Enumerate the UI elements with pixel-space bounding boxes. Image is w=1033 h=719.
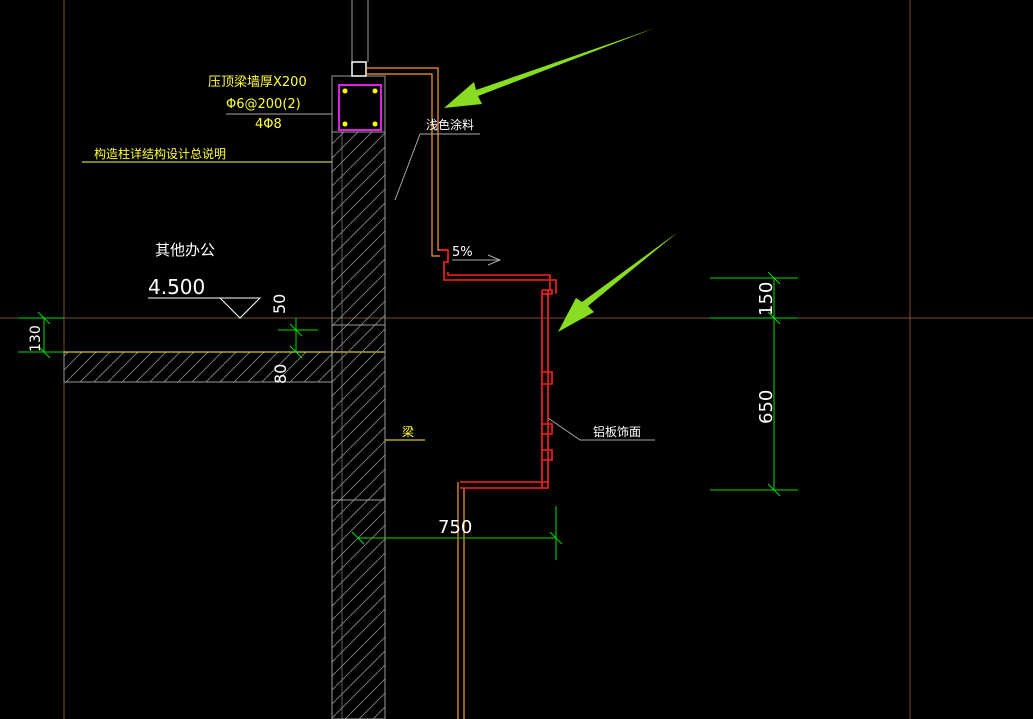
aluminum-panel	[440, 249, 557, 489]
room-name: 其他办公	[155, 241, 215, 259]
panel-label: 铝板饰面	[593, 424, 641, 439]
dim-150: 150	[756, 282, 777, 316]
elevation-mark: 4.500	[148, 275, 262, 319]
dim-80: 80	[271, 364, 290, 384]
arrow-icon	[558, 232, 678, 332]
dimensions	[18, 271, 798, 560]
dim-750: 750	[438, 517, 472, 538]
coating-label: 浅色涂料	[426, 117, 474, 132]
leader-lines	[226, 113, 655, 441]
annotation-arrows	[444, 28, 678, 332]
wall-column	[331, 0, 386, 719]
parapet-beam	[331, 61, 386, 133]
dim-130: 130	[28, 325, 44, 352]
coating-line	[366, 67, 465, 719]
dim-650: 650	[756, 390, 777, 424]
rebar-dot	[342, 88, 348, 94]
column-note: 构造柱详结构设计总说明	[94, 146, 226, 161]
slope-label: 5%	[452, 245, 473, 260]
arrow-icon	[444, 28, 655, 108]
beam-note-line1: 压顶梁墙厚X200	[208, 75, 307, 90]
beam-note-line2: Φ6@200(2)	[226, 97, 301, 112]
rebar-dot	[372, 88, 378, 94]
beam-note-line3: 4Φ8	[255, 117, 282, 132]
rebar-dot	[342, 121, 348, 127]
beam-label: 梁	[402, 424, 414, 439]
dim-50: 50	[270, 294, 289, 314]
slope-arrow	[452, 254, 502, 266]
elevation-value: 4.500	[148, 275, 205, 299]
rebar-dot	[372, 121, 378, 127]
